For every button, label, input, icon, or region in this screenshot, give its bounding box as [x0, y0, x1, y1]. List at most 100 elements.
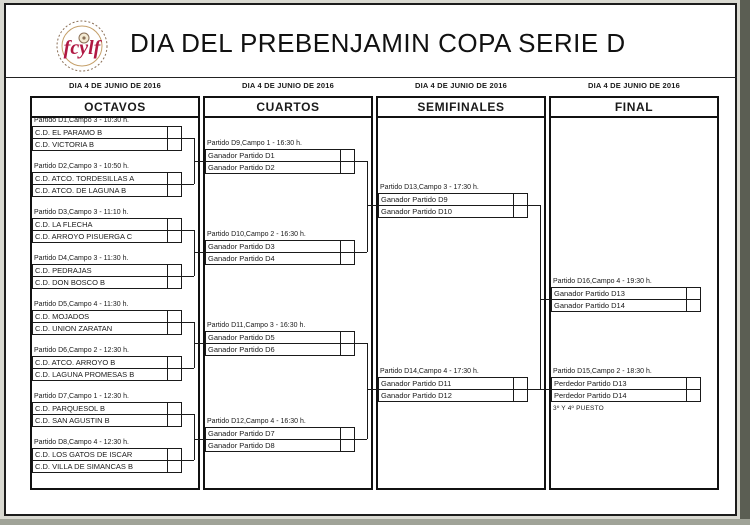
- team-row: C.D. ARROYO PISUERGA C: [32, 230, 182, 243]
- match-block-d8: Partido D8,Campo 4 - 12:30 h. C.D. LOS G…: [32, 438, 182, 473]
- bracket-connector: [194, 414, 195, 460]
- bracket-connector: [194, 161, 205, 162]
- bracket-connector: [540, 205, 541, 389]
- score-cell: [340, 150, 354, 161]
- tournament-title: DIA DEL PREBENJAMIN COPA SERIE D: [130, 28, 626, 58]
- team-name: Perdedor Partido D14: [554, 391, 627, 400]
- bracket-connector: [182, 368, 194, 369]
- team-name: C.D. MOJADOS: [35, 312, 90, 321]
- match-block-d5: Partido D5,Campo 4 - 11:30 h. C.D. MOJAD…: [32, 300, 182, 335]
- team-name: C.D. PARQUESOL B: [35, 404, 106, 413]
- team-name: Ganador Partido D6: [208, 345, 275, 354]
- team-row: Ganador Partido D9: [378, 193, 528, 206]
- score-cell: [167, 323, 181, 334]
- round-title: SEMIFINALES: [378, 98, 544, 118]
- score-cell: [167, 277, 181, 288]
- score-cell: [513, 378, 527, 389]
- window-edge-right: [740, 0, 750, 525]
- match-header: Partido D10,Campo 2 - 16:30 h.: [207, 231, 306, 238]
- score-cell: [167, 139, 181, 150]
- match-block-d14: Partido D14,Campo 4 - 17:30 h. Ganador P…: [378, 367, 528, 402]
- match-header: Partido D4,Campo 3 - 11:30 h.: [34, 255, 129, 262]
- score-cell: [513, 194, 527, 205]
- team-row: C.D. LAGUNA PROMESAS B: [32, 368, 182, 381]
- score-cell: [167, 403, 181, 414]
- match-header: Partido D8,Campo 4 - 12:30 h.: [34, 439, 129, 446]
- match-header: Partido D16,Campo 4 - 19:30 h.: [553, 278, 652, 285]
- team-row: C.D. MOJADOS: [32, 310, 182, 323]
- score-cell: [340, 332, 354, 343]
- match-block-final: Partido D16,Campo 4 - 19:30 h. Ganador P…: [551, 277, 701, 312]
- team-name: C.D. LA FLECHA: [35, 220, 93, 229]
- match-block-d9: Partido D9,Campo 1 - 16:30 h. Ganador Pa…: [205, 139, 355, 174]
- team-name: C.D. VICTORIA B: [35, 140, 95, 149]
- team-name: Ganador Partido D2: [208, 163, 275, 172]
- team-name: Ganador Partido D3: [208, 242, 275, 251]
- team-name: C.D. PEDRAJAS: [35, 266, 92, 275]
- team-name: Ganador Partido D11: [381, 379, 452, 388]
- date-label: DIA 4 DE JUNIO DE 2016: [587, 81, 681, 90]
- match-header: Partido D6,Campo 2 - 12:30 h.: [34, 347, 129, 354]
- score-cell: [167, 219, 181, 230]
- team-name: Ganador Partido D1: [208, 151, 275, 160]
- team-row: C.D. PARQUESOL B: [32, 402, 182, 415]
- match-block-d1: Partido D1,Campo 3 - 10:30 h. C.D. EL PA…: [32, 116, 182, 151]
- bracket-connector: [540, 389, 551, 390]
- match-header: Partido D5,Campo 4 - 11:30 h.: [34, 301, 129, 308]
- team-name: Ganador Partido D13: [554, 289, 625, 298]
- round-column-octavos: OCTAVOS: [30, 96, 200, 490]
- score-cell: [167, 185, 181, 196]
- team-row: C.D. ATCO. DE LAGUNA B: [32, 184, 182, 197]
- score-cell: [686, 378, 700, 389]
- score-cell: [167, 265, 181, 276]
- round-column-semifinales: SEMIFINALES: [376, 96, 546, 490]
- bracket-connector: [367, 343, 368, 439]
- score-cell: [167, 369, 181, 380]
- bracket-connector: [182, 414, 194, 415]
- score-cell: [167, 415, 181, 426]
- team-row: C.D. ATCO. TORDESILLAS A: [32, 172, 182, 185]
- team-name: Ganador Partido D10: [381, 207, 452, 216]
- bracket-connector: [367, 161, 368, 252]
- window-edge-bottom: [0, 519, 750, 525]
- team-row: Ganador Partido D11: [378, 377, 528, 390]
- team-row: C.D. UNION ZARATAN: [32, 322, 182, 335]
- team-row: Ganador Partido D13: [551, 287, 701, 300]
- match-header: Partido D15,Campo 2 - 18:30 h.: [553, 368, 652, 375]
- team-row: C.D. VILLA DE SIMANCAS B: [32, 460, 182, 473]
- team-row: Ganador Partido D1: [205, 149, 355, 162]
- team-row: Ganador Partido D4: [205, 252, 355, 265]
- score-cell: [340, 428, 354, 439]
- score-cell: [513, 390, 527, 401]
- federation-logo: fcylf: [54, 18, 110, 74]
- team-name: C.D. UNION ZARATAN: [35, 324, 113, 333]
- team-name: Perdedor Partido D13: [554, 379, 627, 388]
- bracket-connector: [540, 299, 551, 300]
- match-header: Partido D13,Campo 3 - 17:30 h.: [380, 184, 479, 191]
- bracket-connector: [355, 252, 367, 253]
- team-name: Ganador Partido D8: [208, 441, 275, 450]
- team-row: Ganador Partido D3: [205, 240, 355, 253]
- match-block-d6: Partido D6,Campo 2 - 12:30 h. C.D. ATCO.…: [32, 346, 182, 381]
- match-header: Partido D9,Campo 1 - 16:30 h.: [207, 140, 302, 147]
- team-row: C.D. ATCO. ARROYO B: [32, 356, 182, 369]
- round-title: FINAL: [551, 98, 717, 118]
- match-block-d3: Partido D3,Campo 3 - 11:10 h. C.D. LA FL…: [32, 208, 182, 243]
- bracket-connector: [182, 184, 194, 185]
- score-cell: [167, 461, 181, 472]
- bracket-connector: [182, 460, 194, 461]
- bracket-connector: [528, 205, 540, 206]
- bracket-connector: [528, 389, 540, 390]
- bracket-connector: [194, 343, 205, 344]
- score-cell: [167, 127, 181, 138]
- team-name: Ganador Partido D5: [208, 333, 275, 342]
- round-title: CUARTOS: [205, 98, 371, 118]
- team-name: Ganador Partido D9: [381, 195, 448, 204]
- team-name: C.D. ATCO. TORDESILLAS A: [35, 174, 135, 183]
- bracket-connector: [367, 389, 378, 390]
- third-place-label: 3º Y 4º PUESTO: [553, 405, 604, 412]
- team-name: C.D. LAGUNA PROMESAS B: [35, 370, 135, 379]
- team-row: Ganador Partido D7: [205, 427, 355, 440]
- bracket-connector: [194, 252, 205, 253]
- match-header: Partido D12,Campo 4 - 16:30 h.: [207, 418, 306, 425]
